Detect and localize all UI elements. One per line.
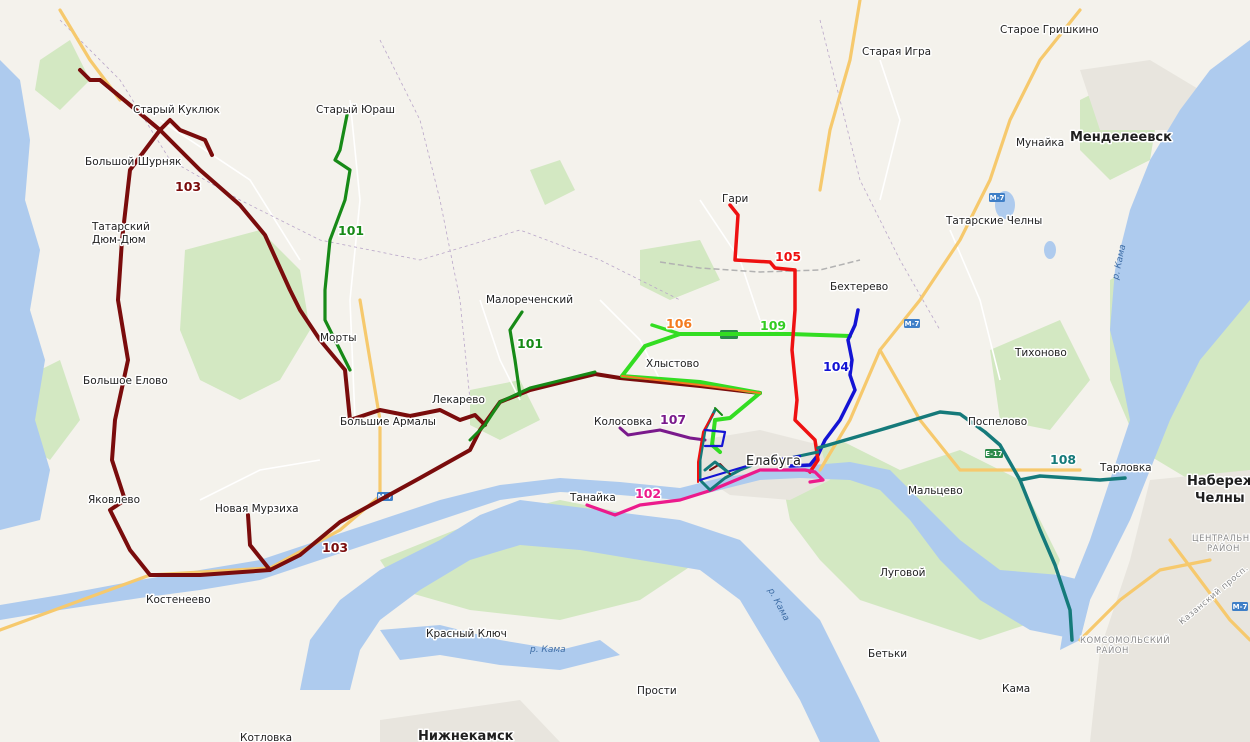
road-shield-e17: Е-17 [985,449,1003,458]
route-label-108: 108 [1050,452,1076,467]
place-label-tanayka[interactable]: Танайка [568,491,618,506]
route-tangle-elabuga [697,407,820,492]
district-label-komsomolsky-1: КОМСОМОЛЬСКИЙ [1080,634,1170,646]
route-label-105: 105 [775,249,801,264]
route-106[interactable] [621,323,761,394]
place-label-munayka[interactable]: Мунайка [1015,136,1066,151]
district-label-central-2: РАЙОН [1207,542,1240,554]
route-label-106: 106 [666,316,692,331]
svg-text:М-7: М-7 [990,194,1005,202]
svg-text:М-7: М-7 [905,320,920,328]
place-label-krasniy-klyuch[interactable]: Красный Ключ [425,627,509,642]
district-label-central-1: ЦЕНТРАЛЬНЫ [1192,534,1250,544]
urban-areas [380,60,1250,742]
place-label-stariy-kuklyuk[interactable]: Старый Куклюк [132,103,222,118]
railway [659,259,861,273]
place-label-malorechenskiy[interactable]: Малореченский [485,293,575,308]
admin-borders [59,19,941,401]
place-label-staraya-igra[interactable]: Старая Игра [861,45,933,60]
route-105[interactable] [728,203,820,474]
place-label-hlystovo[interactable]: Хлыстово [645,357,701,372]
place-label-tikhonovo[interactable]: Тихоново [1013,346,1069,361]
place-label-tatarskiy-dyumdyum-2[interactable]: Дюм-Дюм [91,233,148,248]
place-label-tatarskiy-dyumdyum-1[interactable]: Татарский [90,220,152,235]
water-bodies [0,40,1250,742]
route-label-109: 109 [760,318,786,333]
place-label-kolosovka[interactable]: Колосовка [593,415,654,430]
svg-text:М-7: М-7 [1233,603,1248,611]
route-label-104: 104 [823,359,849,374]
place-label-novaya-murziha[interactable]: Новая Мурзиха [214,502,301,517]
place-label-naberezhnye-2[interactable]: Челны [1194,490,1247,508]
place-label-prosti[interactable]: Прости [636,684,679,699]
river-label-kama-1: р. Кама [529,645,566,655]
place-label-gari[interactable]: Гари [721,192,750,207]
route-104[interactable] [788,308,860,468]
route-label-103-a: 103 [175,179,201,194]
place-label-lekarevo[interactable]: Лекарево [431,393,487,408]
district-label-komsomolsky-2: РАЙОН [1096,644,1129,656]
route-107[interactable] [618,426,707,442]
road-shield-m7-1: М-7 [989,193,1005,202]
place-label-bolshoe-elovo[interactable]: Большое Елово [82,374,170,389]
place-label-bolshie-armaly[interactable]: Большие Армалы [339,415,438,430]
route-103[interactable] [78,68,762,577]
place-label-mendeleevsk[interactable]: Менделеевск [1069,129,1174,147]
place-label-tatarskie-chelny[interactable]: Татарские Челны [944,214,1044,229]
route-label-103-b: 103 [322,540,348,555]
place-label-lugovoy[interactable]: Луговой [879,566,928,581]
place-label-kama-village[interactable]: Кама [1001,682,1032,697]
place-label-kosteneevo[interactable]: Костенеево [145,593,213,608]
road-shield-m7-4: М-7 [1232,602,1248,611]
place-label-betki[interactable]: Бетьки [867,647,909,662]
place-label-staroe-grishkino[interactable]: Старое Гришкино [999,23,1101,38]
place-label-naberezhnye-1[interactable]: Набереж [1186,473,1250,491]
route-label-102: 102 [635,486,661,501]
place-label-yakovlevo[interactable]: Яковлево [87,493,142,508]
place-label-bolshoy-shurnyak[interactable]: Большой Шурняк [84,155,183,170]
place-label-bekhterevo[interactable]: Бехтерево [829,280,890,295]
route-108[interactable] [816,410,1127,642]
place-label-nizhnekamsk[interactable]: Нижнекамск [417,728,516,742]
place-label-kotlovka[interactable]: Котловка [239,731,294,742]
place-label-morty[interactable]: Морты [319,331,359,346]
route-label-101-b: 101 [517,336,543,351]
place-label-stariy-yurash[interactable]: Старый Юраш [315,103,397,118]
route-101[interactable] [323,108,597,442]
place-label-elabuga[interactable]: Елабуга [745,453,803,471]
place-label-maltsevo[interactable]: Мальцево [907,484,965,499]
place-label-tarlovka[interactable]: Тарловка [1098,461,1154,476]
svg-text:Е-17: Е-17 [985,450,1003,458]
place-label-pospelovo[interactable]: Поспелово [967,415,1029,430]
route-label-107: 107 [660,412,686,427]
route-label-101-a: 101 [338,223,364,238]
road-shield-m7-2: М-7 [904,319,920,328]
route-102[interactable] [585,468,825,517]
